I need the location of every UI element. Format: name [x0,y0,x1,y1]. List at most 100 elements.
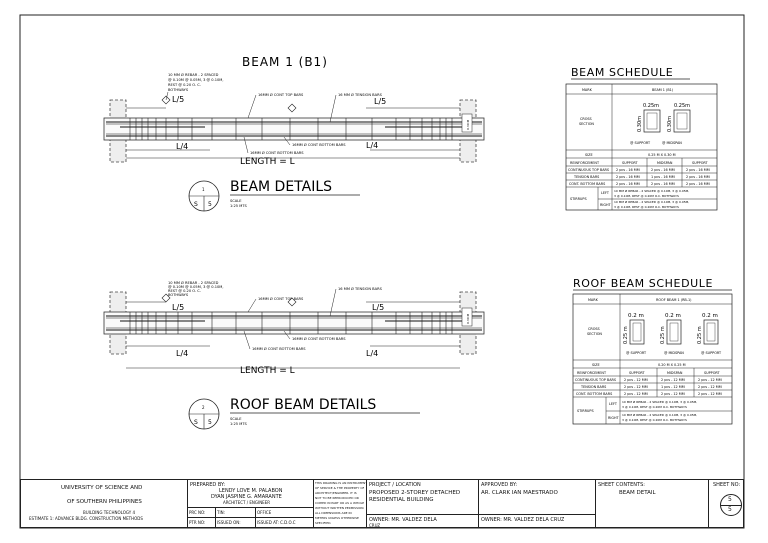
svg-text:0.30m: 0.30m [637,116,643,132]
beam-schedule-title: BEAM SCHEDULE [571,66,673,79]
svg-text:2 pcs - 16 MM: 2 pcs - 16 MM [686,175,710,179]
svg-text:@ MIDSPAN: @ MIDSPAN [664,351,684,355]
stirrups [129,118,453,140]
project-label: PROJECT / LOCATION [369,482,421,488]
approved-label: APPROVED BY: [481,482,518,488]
roof-beam-schedule-title: ROOF BEAM SCHEDULE [573,277,713,290]
svg-text:L/4: L/4 [176,349,188,358]
beam-1-title: BEAM 1 (B1) [242,55,328,69]
svg-text:RIGHT: RIGHT [608,416,620,420]
svg-text:2 pcs - 16 MM: 2 pcs - 16 MM [651,168,675,172]
svg-text:REINFORCEMENT: REINFORCEMENT [570,161,600,165]
svg-text:10 MM Ø REBAR - 2 SPACED @ 0.1: 10 MM Ø REBAR - 2 SPACED @ 0.10M, 3 @ 0.… [622,399,697,404]
svg-text:REINFORCEMENT: REINFORCEMENT [577,371,607,375]
callout-tension-bars: 16 MM Ø TENSION BARS [338,92,383,97]
svg-text:1 pcs - 16 MM: 1 pcs - 16 MM [651,175,675,179]
svg-text:LEFT: LEFT [601,191,610,195]
svg-text:10 MM Ø REBAR - 2 SPACED @ 0.1: 10 MM Ø REBAR - 2 SPACED @ 0.10M, 3 @ 0.… [614,199,689,204]
svg-text:TENSION BARS: TENSION BARS [580,385,606,389]
svg-text:REST @ 0.20 O. C.: REST @ 0.20 O. C. [168,83,201,87]
svg-text:2 pcs - 16 MM: 2 pcs - 16 MM [616,182,640,186]
svg-text:1:25 MTS: 1:25 MTS [230,204,248,208]
svg-text:2 pcs - 16 MM: 2 pcs - 16 MM [686,168,710,172]
svg-text:3 @ 0.10M, REST @ 0.20M O.C. B: 3 @ 0.10M, REST @ 0.20M O.C. BOTHWAYS [614,205,679,209]
svg-text:SIZE: SIZE [592,363,600,367]
dim-l4-left-label: L/4 [176,142,188,151]
svg-text:2 pcs - 12 MM: 2 pcs - 12 MM [624,392,648,396]
dim-length-label: LENGTH = L [240,157,295,167]
svg-text:BEAM 1 (B1): BEAM 1 (B1) [652,88,674,92]
svg-text:MARK: MARK [582,88,593,92]
course-line-2: ESTIMATE 1: ADVANCE BLDG. CONSTRUCTION M… [29,516,143,521]
svg-text:0.30 M: 0.30 M [466,313,470,324]
dim-l4-right-label: L/4 [366,141,378,150]
svg-text:1 pcs - 12 MM: 1 pcs - 12 MM [661,385,685,389]
svg-text:2 pcs - 12 MM: 2 pcs - 12 MM [624,385,648,389]
beam-body [103,117,485,141]
svg-text:5: 5 [208,201,212,208]
svg-text:@ 0.10M @ 0.05M, 3 @ 0.10M,: @ 0.10M @ 0.05M, 3 @ 0.10M, [168,78,224,82]
svg-text:RIGHT: RIGHT [600,203,612,207]
svg-text:0.25 m: 0.25 m [623,326,629,344]
svg-text:0.30m: 0.30m [667,116,673,132]
svg-text:ROOF BEAM 1 (RB-1): ROOF BEAM 1 (RB-1) [656,298,692,302]
owner-2: OWNER: MR. VALDEZ DELA CRUZ [481,517,565,523]
svg-text:2 pcs - 12 MM: 2 pcs - 12 MM [698,378,722,382]
roof-beam-schedule: ROOF BEAM SCHEDULE MARK ROOF BEAM 1 (RB-… [572,277,733,425]
svg-text:CONT. BOTTOM BARS: CONT. BOTTOM BARS [576,392,612,396]
svg-text:2 pcs - 16 MM: 2 pcs - 16 MM [616,168,640,172]
svg-text:BOTHWAYS: BOTHWAYS [168,88,189,92]
prepared-role: ARCHITECT / ENGINEER [223,500,271,505]
svg-text:SECTION: SECTION [579,122,594,126]
sheet-border [19,14,745,529]
svg-text:SECTION: SECTION [587,332,602,336]
prepared-label: PREPARED BY: [190,482,226,488]
svg-text:L/5: L/5 [372,303,384,312]
svg-text:BOTHWAYS: BOTHWAYS [168,293,189,297]
svg-text:SCALE: SCALE [230,417,242,421]
svg-text:3 @ 0.10M, REST @ 0.20M O.C. B: 3 @ 0.10M, REST @ 0.20M O.C. BOTHWAYS [622,418,687,422]
svg-text:MIDSPAN: MIDSPAN [667,371,683,375]
university-line-2: OF SOUTHERN PHILIPPINES [67,499,142,505]
svg-text:3 @ 0.10M, REST @ 0.20M O.C. B: 3 @ 0.10M, REST @ 0.20M O.C. BOTHWAYS [614,194,679,198]
svg-text:0.2 m: 0.2 m [665,313,681,319]
svg-text:CROSS: CROSS [580,117,592,121]
svg-text:16MM Ø CONT BOTTOM BARS: 16MM Ø CONT BOTTOM BARS [292,336,346,341]
university-line-1: UNIVERSITY OF SCIENCE AND [61,485,143,491]
svg-text:5: 5 [208,419,212,426]
svg-text:@ 0.10M @ 0.05M, 3 @ 0.10M,: @ 0.10M @ 0.05M, 3 @ 0.10M, [168,285,224,289]
section-tag: 0.30 M [466,119,470,130]
svg-text:CROSS: CROSS [588,327,600,331]
dim-l5-left-label: L/5 [172,95,184,104]
svg-text:2 pcs - 12 MM: 2 pcs - 12 MM [698,385,722,389]
svg-text:3 @ 0.10M, REST @ 0.20M O.C. B: 3 @ 0.10M, REST @ 0.20M O.C. BOTHWAYS [622,405,687,409]
svg-text:10 MM Ø REBAR - 2 SPACED: 10 MM Ø REBAR - 2 SPACED [168,280,219,285]
svg-text:MIDSPAN: MIDSPAN [657,161,673,165]
marker-diamond-1 [161,95,171,105]
section-midspan [673,109,691,133]
marker-diamond-2 [287,103,297,113]
svg-text:10 MM Ø REBAR - 2 SPACED: 10 MM Ø REBAR - 2 SPACED [168,72,219,77]
sheet-no-bottom: 5 [728,506,732,513]
svg-text:CONTINUOUS TOP BARS: CONTINUOUS TOP BARS [568,168,609,172]
svg-text:16 MM Ø TENSION BARS: 16 MM Ø TENSION BARS [338,286,383,291]
svg-text:2 pcs - 12 MM: 2 pcs - 12 MM [698,392,722,396]
svg-text:@ SUPPORT: @ SUPPORT [626,351,647,355]
svg-text:@ MIDSPAN: @ MIDSPAN [662,141,682,145]
project-name-2: RESIDENTIAL BUILDING [369,497,434,503]
beam-1-elevation: BEAM 1 (B1) L/5 L/5 [103,55,485,212]
svg-text:SIZE: SIZE [585,153,593,157]
svg-text:0.2 m: 0.2 m [628,313,644,319]
svg-text:0.20 M X 0.25 M: 0.20 M X 0.25 M [658,363,686,367]
svg-text:SUPPORT: SUPPORT [704,371,721,375]
svg-text:STIRRUPS: STIRRUPS [577,409,594,413]
svg-text:1:25 MTS: 1:25 MTS [230,422,248,426]
svg-text:L/4: L/4 [366,349,378,358]
svg-text:LENGTH = L: LENGTH = L [240,366,295,376]
svg-text:10 MM Ø REBAR - 2 SPACED @ 0.1: 10 MM Ø REBAR - 2 SPACED @ 0.10M, 3 @ 0.… [614,188,689,193]
callout-stirrups: 10 MM Ø REBAR - 2 SPACED @ 0.10M @ 0.05M… [168,72,224,92]
svg-text:2 pcs - 12 MM: 2 pcs - 12 MM [661,378,685,382]
prepared-name-1: LENDY LOVE M. PALABON [219,488,283,494]
owner-1: OWNER: MR. VALDEZ DELA [369,517,437,523]
svg-text:0.25m: 0.25m [643,103,659,109]
